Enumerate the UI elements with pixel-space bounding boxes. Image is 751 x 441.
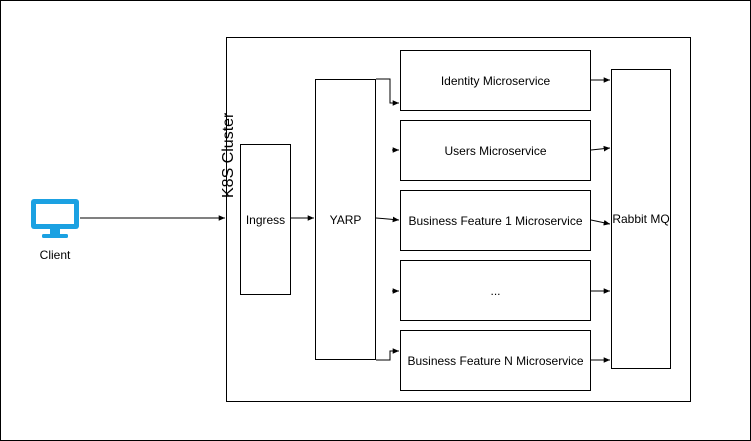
service-box-business-feature-1: Business Feature 1 Microservice xyxy=(400,190,591,251)
k8s-cluster-label: K8S Cluster xyxy=(220,112,237,198)
client-label: Client xyxy=(39,248,71,262)
yarp-box: YARP xyxy=(315,79,376,360)
rabbitmq-box: Rabbit MQ xyxy=(611,69,671,369)
service-label: Users Microservice xyxy=(444,143,547,158)
monitor-icon xyxy=(31,199,79,238)
rabbitmq-label: Rabbit MQ xyxy=(612,212,670,226)
service-label: ... xyxy=(490,283,501,298)
service-box-business-feature-n: Business Feature N Microservice xyxy=(400,330,591,391)
service-label: Business Feature N Microservice xyxy=(407,353,584,368)
k8s-cluster-container xyxy=(226,37,691,402)
yarp-label: YARP xyxy=(329,212,362,227)
service-label: Business Feature 1 Microservice xyxy=(408,213,583,228)
service-box-ellipsis: ... xyxy=(400,260,591,321)
ingress-label: Ingress xyxy=(245,212,286,227)
service-box-users: Users Microservice xyxy=(400,120,591,181)
service-label: Identity Microservice xyxy=(440,73,551,88)
ingress-box: Ingress xyxy=(240,144,291,295)
service-box-identity: Identity Microservice xyxy=(400,50,591,111)
